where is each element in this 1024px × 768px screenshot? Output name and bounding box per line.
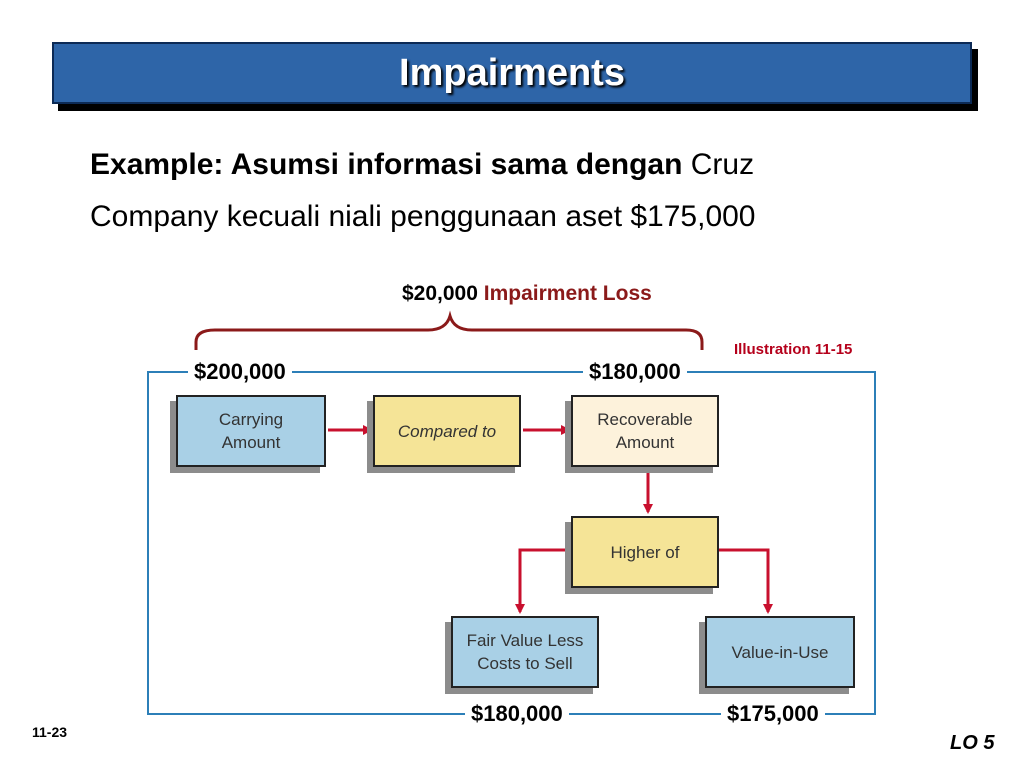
example-line-1-bold: Example: Asumsi informasi sama dengan <box>90 148 683 181</box>
arrow-higher-to-fairvalue <box>515 548 571 614</box>
illustration-ref: Illustration 11-15 <box>734 341 853 358</box>
compared-to-label: Compared to <box>397 421 497 441</box>
arrow-higher-to-valueinuse <box>719 548 773 614</box>
recoverable-amount-line-1: Recoverable <box>597 410 693 429</box>
impairment-loss-label: $20,000 Impairment Loss <box>402 282 652 306</box>
recoverable-amount-line-2: Amount <box>615 433 675 452</box>
higher-of-box: Higher of <box>571 516 719 588</box>
example-line-2: Company kecuali niali penggunaan aset $1… <box>90 200 756 233</box>
example-line-1: Example: Asumsi informasi sama dengan Cr… <box>90 148 754 182</box>
value-in-use-box: Value-in-Use <box>705 616 855 688</box>
learning-objective-label: LO 5 <box>950 732 995 754</box>
slide-title: Impairments <box>399 51 625 94</box>
carrying-amount-value: $200,000 <box>188 359 292 385</box>
fair-value-line-1: Fair Value Less <box>466 631 584 650</box>
slide-number: 11-23 <box>32 724 68 740</box>
title-bar: Impairments <box>52 42 972 104</box>
value-in-use-amount-value: $175,000 <box>721 701 825 727</box>
value-in-use-label: Value-in-Use <box>731 642 829 662</box>
fair-value-amount-value: $180,000 <box>465 701 569 727</box>
example-line-1-rest: Cruz <box>682 148 755 181</box>
carrying-amount-line-1: Carrying <box>218 410 284 429</box>
higher-of-label: Higher of <box>610 542 680 562</box>
impairment-loss-amount: $20,000 <box>402 282 478 305</box>
compared-to-box: Compared to <box>373 395 521 467</box>
impairment-loss-text: Impairment Loss <box>483 282 652 305</box>
carrying-amount-line-2: Amount <box>221 433 281 452</box>
recoverable-amount-value: $180,000 <box>583 359 687 385</box>
loss-brace <box>194 310 704 350</box>
fair-value-line-2: Costs to Sell <box>477 654 573 673</box>
